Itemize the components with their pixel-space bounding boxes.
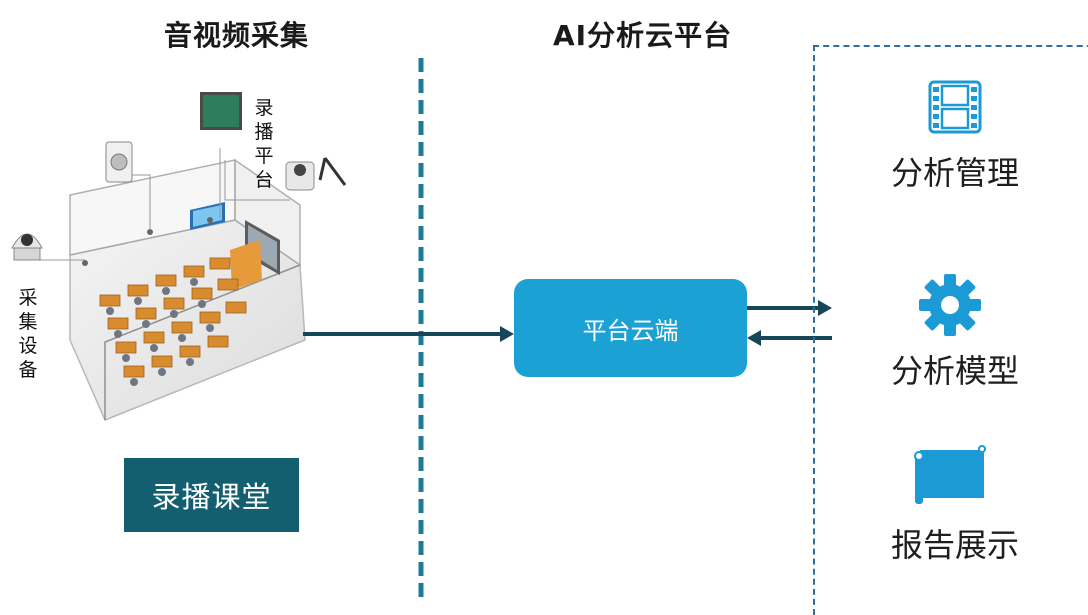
recording-platform-label: 录 播 平 台	[254, 97, 274, 191]
classroom-illustration	[0, 80, 370, 440]
section-heading-ai-platform: AI分析云平台	[553, 19, 733, 52]
arrow-cloud-to-panel	[747, 300, 832, 316]
section-divider	[418, 58, 424, 603]
feature-analysis-model: 分析模型	[890, 352, 1019, 390]
platform-cloud-box[interactable]: 平台云端	[514, 279, 747, 377]
analysis-panel	[813, 45, 1088, 615]
film-icon	[928, 80, 982, 134]
scroll-icon	[914, 445, 986, 504]
feature-report-display: 报告展示	[890, 526, 1019, 564]
arrow-panel-to-cloud	[747, 330, 832, 346]
capture-devices-label: 采 集 设 备	[18, 287, 38, 381]
feature-analysis-management: 分析管理	[890, 154, 1019, 192]
arrow-classroom-to-cloud	[303, 326, 514, 342]
section-heading-capture: 音视频采集	[164, 19, 310, 52]
gear-icon	[919, 274, 981, 336]
recording-classroom-button[interactable]: 录播课堂	[124, 458, 299, 532]
